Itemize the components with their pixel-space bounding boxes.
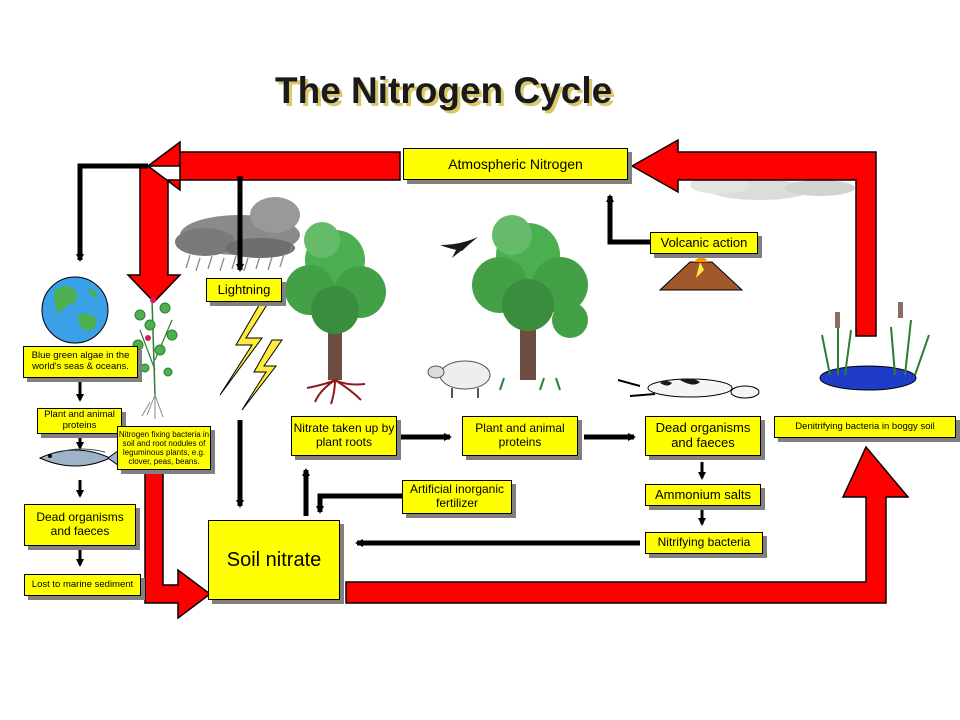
swallow-bird-illustration — [440, 237, 478, 258]
ammonium-salts-label: Ammonium salts — [645, 484, 761, 506]
reeds-pond-illustration — [819, 302, 930, 391]
sheep-illustration — [427, 360, 491, 398]
artificial-fertilizer-label: Artificial inorganic fertilizer — [402, 480, 512, 514]
dead-organisms-label: Dead organisms and faeces — [645, 416, 761, 456]
soil-nitrate-label: Soil nitrate — [208, 520, 340, 600]
red-arrow-fixing-to-soil — [144, 471, 212, 620]
red-arrow-denitrifying-to-atmos — [630, 138, 877, 337]
fish-illustration — [38, 447, 123, 469]
nitrifying-bacteria-label: Nitrifying bacteria — [645, 532, 763, 554]
atmospheric-nitrogen-label: Atmospheric Nitrogen — [403, 148, 628, 180]
nitrate-taken-up-label: Nitrate taken up by plant roots — [291, 416, 397, 456]
earth-globe-illustration — [41, 276, 109, 344]
denitrifying-bacteria-label: Denitrifying bacteria in boggy soil — [774, 416, 956, 438]
black-arrow-fertilizer-to-soil — [316, 493, 402, 514]
dead-cow-illustration — [617, 378, 760, 399]
volcano-illustration — [658, 257, 744, 291]
tree-illustration — [285, 222, 386, 405]
black-arrow-volcanic-to-atmos — [606, 194, 650, 245]
plant-animal-proteins-label: Plant and animal proteins — [462, 416, 578, 456]
plant-animal-proteins-marine-label: Plant and animal proteins — [37, 408, 122, 434]
lost-to-marine-sediment-label: Lost to marine sediment — [24, 574, 141, 596]
tree-illustration — [472, 215, 588, 391]
lightning-label: Lightning — [206, 278, 282, 302]
clover-plant-illustration — [132, 297, 178, 419]
nitrogen-fixing-bacteria-label: Nitrogen fixing bacteria in soil and roo… — [117, 426, 211, 470]
red-arrow-soil-to-denitrifying — [345, 445, 910, 604]
volcanic-action-label: Volcanic action — [650, 232, 758, 254]
blue-green-algae-label: Blue green algae in the world's seas & o… — [23, 346, 138, 378]
diagram-title: The Nitrogen Cycle — [275, 70, 613, 111]
lightning-bolt-illustration — [219, 299, 283, 411]
black-arrow-atmos-to-algae — [76, 163, 148, 262]
red-arrow-atmos-to-fixing — [126, 140, 401, 304]
dead-organisms-marine-label: Dead organisms and faeces — [24, 504, 136, 546]
